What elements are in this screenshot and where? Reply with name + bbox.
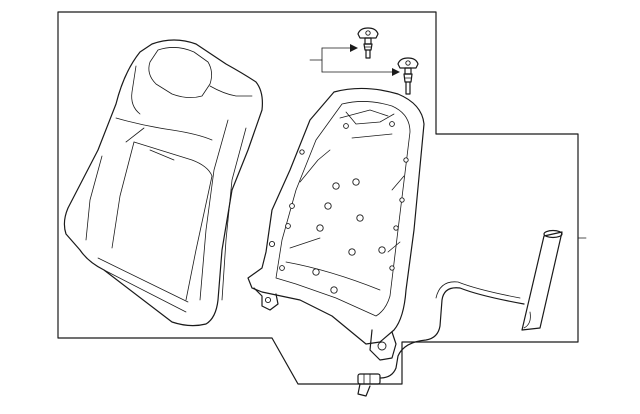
seat-back-frame xyxy=(247,87,425,361)
fastener-clip xyxy=(357,27,379,59)
fastener-leader xyxy=(309,44,400,76)
frame-tube xyxy=(521,229,587,331)
wire-harness xyxy=(357,281,525,397)
seat-back-cushion xyxy=(63,39,263,327)
fastener-clip xyxy=(397,57,419,95)
panel-outline xyxy=(57,11,579,385)
